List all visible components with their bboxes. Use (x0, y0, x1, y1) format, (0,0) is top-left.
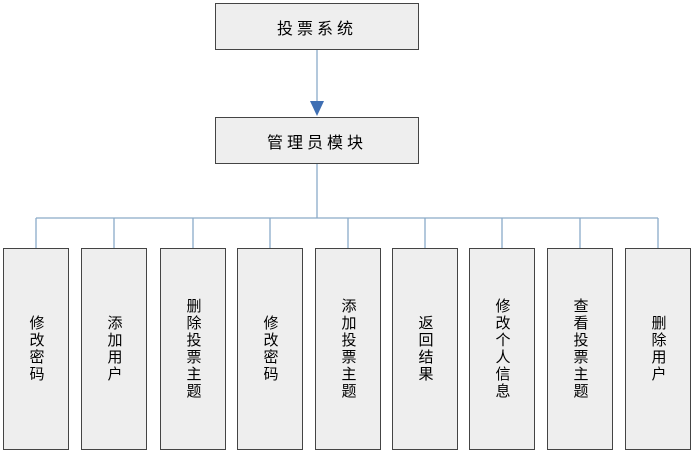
leaf-node-box: 修改个人信息 (469, 248, 535, 450)
root-node-label: 投票系统 (276, 18, 357, 38)
leaf-node-box: 修改密码 (3, 248, 69, 450)
leaf-node-box: 修改密码 (237, 248, 303, 450)
leaf-node-label: 删除用户 (649, 315, 668, 383)
arrow-head (310, 101, 324, 116)
leaf-node-box: 添加投票主题 (315, 248, 381, 450)
leaf-node-label: 修改个人信息 (493, 298, 512, 400)
leaf-node-box: 查看投票主题 (547, 248, 613, 450)
leaf-node-label: 删除投票主题 (184, 298, 203, 400)
leaf-node-box: 删除用户 (625, 248, 691, 450)
leaf-node-label: 查看投票主题 (571, 298, 590, 400)
leaf-node-label: 添加投票主题 (339, 298, 358, 400)
root-node-box: 投票系统 (215, 3, 419, 50)
admin-module-box: 管理员模块 (215, 117, 419, 164)
leaf-node-box: 删除投票主题 (160, 248, 226, 450)
leaf-node-box: 返回结果 (392, 248, 458, 450)
leaf-node-label: 添加用户 (105, 315, 124, 383)
admin-module-label: 管理员模块 (266, 132, 367, 152)
leaf-node-label: 返回结果 (416, 315, 435, 383)
leaf-node-label: 修改密码 (27, 315, 46, 383)
leaf-node-box: 添加用户 (81, 248, 147, 450)
leaf-node-label: 修改密码 (261, 315, 280, 383)
